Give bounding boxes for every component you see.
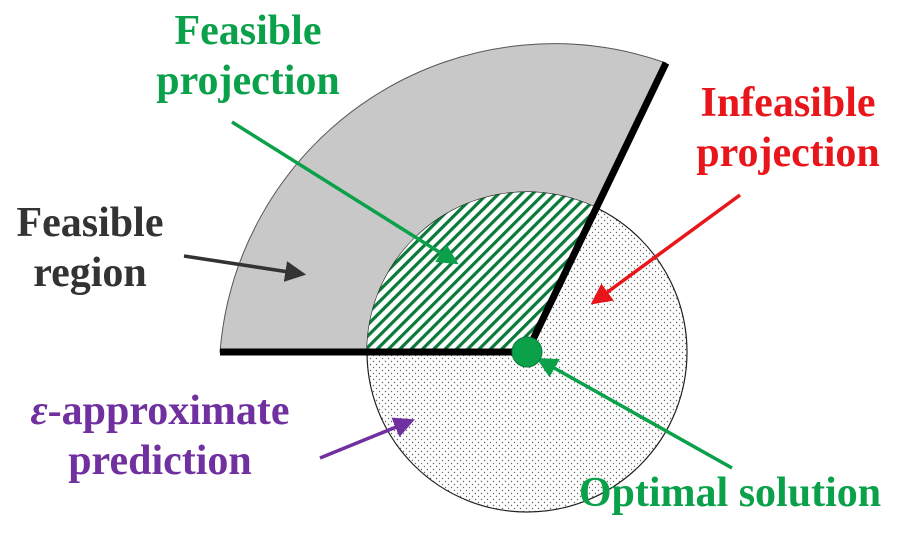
epsilon-prediction-line2: prediction bbox=[68, 438, 252, 484]
feasible-region-label: Feasible region bbox=[0, 198, 180, 298]
feasible-region-line1: Feasible bbox=[16, 200, 164, 246]
optimal-solution-point bbox=[511, 336, 543, 368]
feasible-region-line2: region bbox=[33, 250, 147, 296]
feasible-projection-label: Feasible projection bbox=[138, 6, 358, 106]
epsilon-symbol: ε bbox=[30, 388, 48, 434]
infeasible-projection-label: Infeasible projection bbox=[668, 78, 908, 178]
infeasible-projection-line1: Infeasible bbox=[700, 80, 876, 126]
optimal-solution-text: Optimal solution bbox=[578, 470, 882, 516]
epsilon-prediction-label: ε-approximate prediction bbox=[0, 386, 320, 486]
feasible-region-arrow bbox=[183, 254, 307, 282]
feasible-projection-arrow bbox=[231, 120, 459, 265]
optimal-solution-label: Optimal solution bbox=[555, 468, 905, 518]
epsilon-prediction-line1: ε-approximate bbox=[0, 386, 320, 436]
infeasible-projection-arrow bbox=[590, 193, 742, 305]
optimal-solution-arrow bbox=[536, 357, 733, 470]
feasible-projection-line2: projection bbox=[156, 58, 340, 104]
epsilon-prediction-line1-rest: -approximate bbox=[47, 388, 290, 434]
infeasible-projection-line2: projection bbox=[696, 130, 880, 176]
prediction-arrow bbox=[319, 417, 415, 460]
feasible-projection-line1: Feasible bbox=[174, 8, 322, 54]
